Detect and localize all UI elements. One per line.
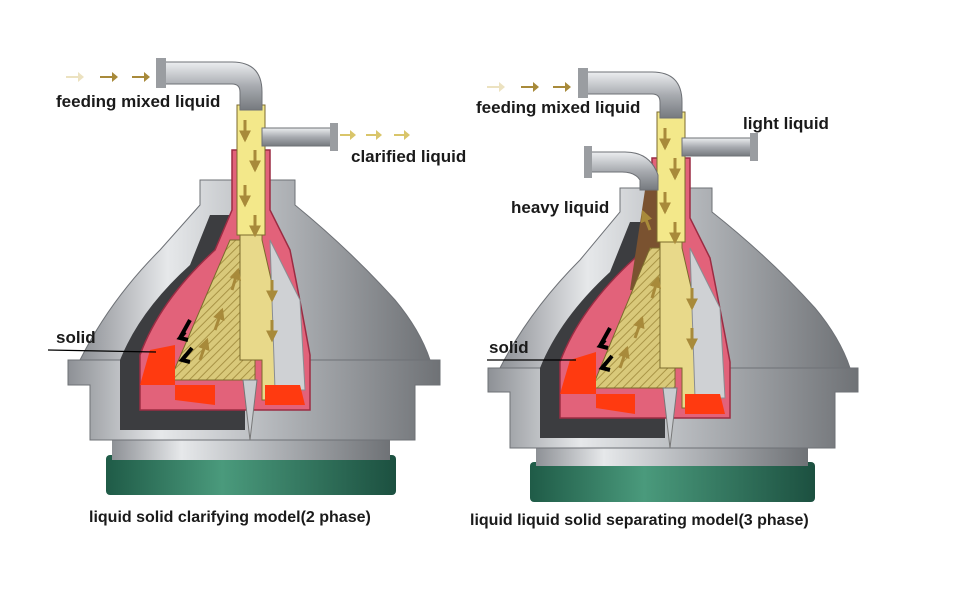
left-solid-pointer (47, 349, 157, 353)
left-base (106, 455, 396, 495)
right-light-outlet-label: light liquid (743, 114, 829, 133)
left-outlet-label: clarified liquid (351, 147, 467, 166)
left-solid-label: solid (56, 328, 96, 347)
right-inlet-label: feeding mixed liquid (476, 98, 641, 117)
right-caption: liquid liquid solid separating model(3 p… (470, 512, 809, 529)
right-inlet-arrows (487, 82, 571, 92)
right-centrifuge (487, 68, 859, 502)
right-solid-label: solid (489, 338, 529, 357)
left-outlet-arrows (340, 130, 410, 140)
left-caption: liquid solid clarifying model(2 phase) (89, 509, 371, 526)
right-solid-zone (560, 352, 635, 414)
left-inlet-arrows (66, 72, 150, 82)
left-solid-zone (140, 345, 215, 405)
left-centrifuge (47, 58, 441, 495)
right-base (530, 462, 815, 502)
left-inlet-label: feeding mixed liquid (56, 92, 221, 111)
right-heavy-outlet-label: heavy liquid (511, 198, 610, 217)
